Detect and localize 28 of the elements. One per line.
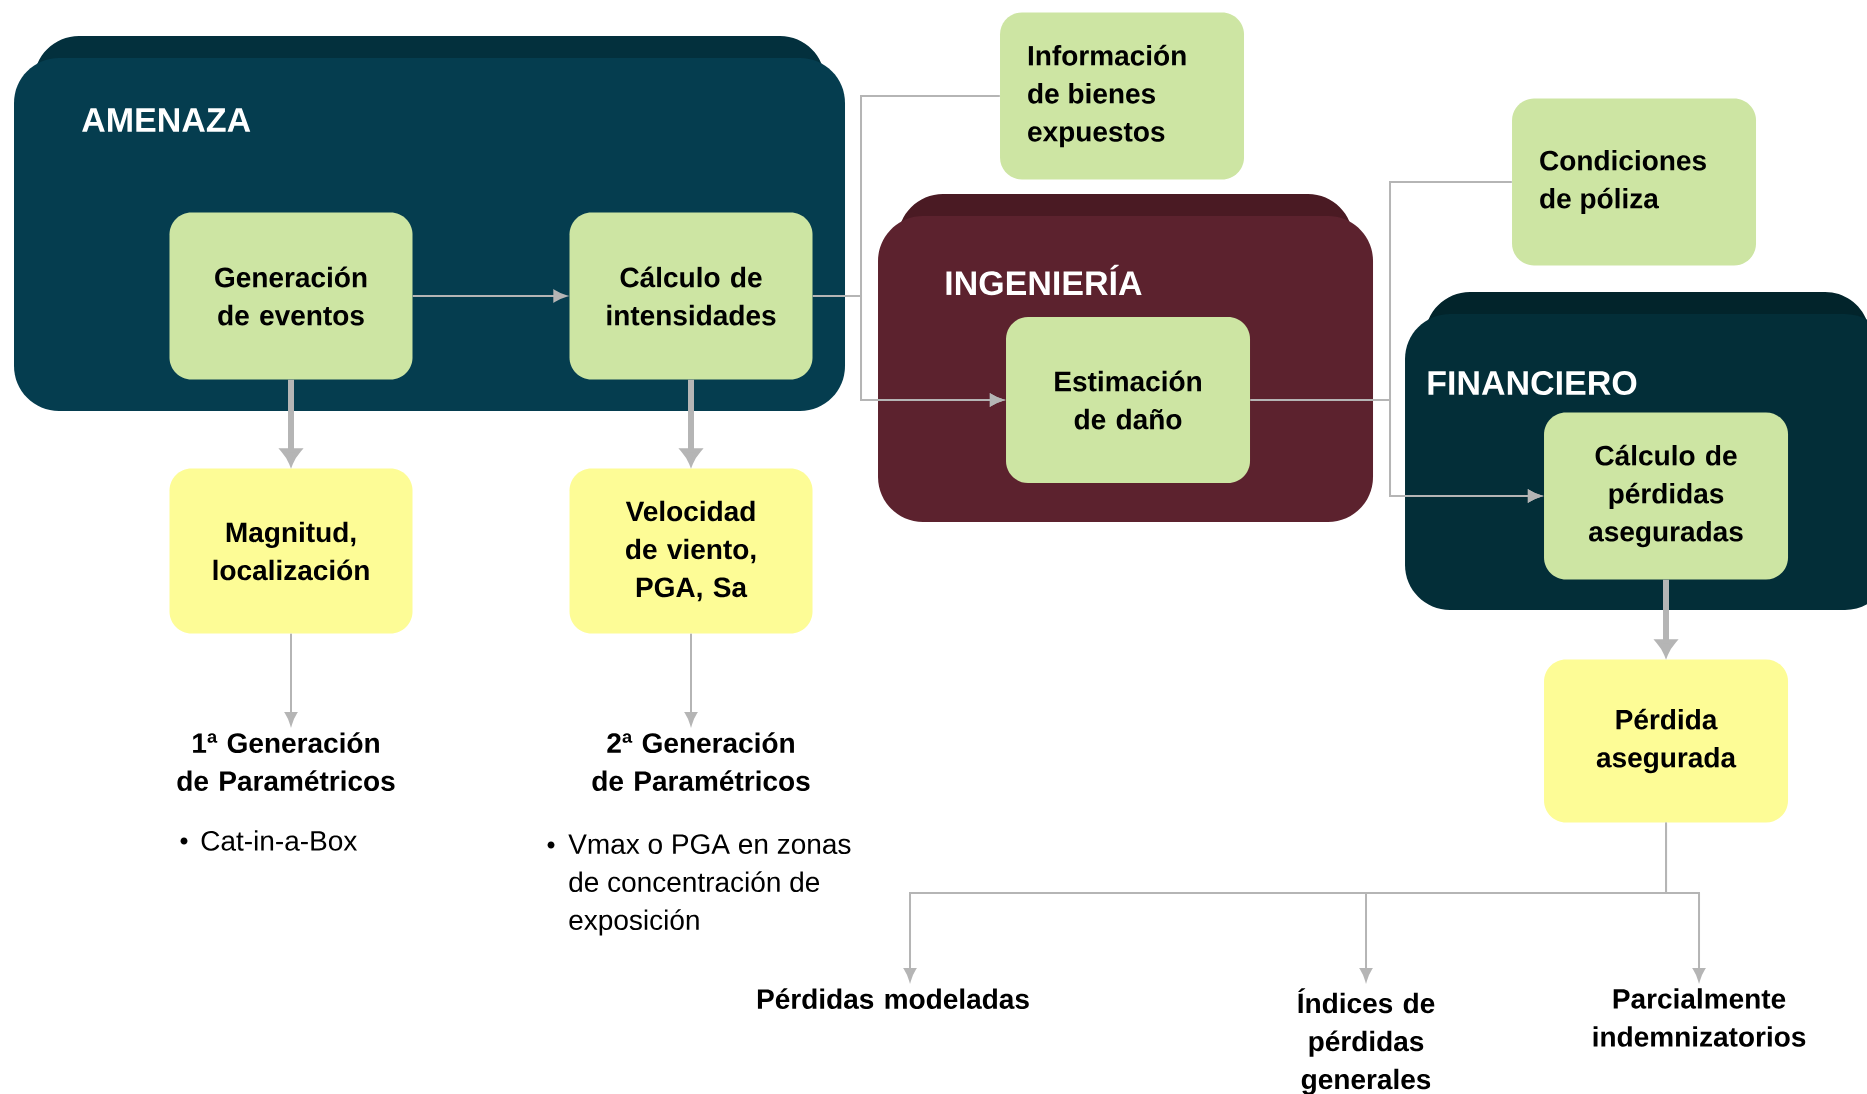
process-box: Información de bienes expuestos — [1000, 12, 1244, 180]
arrow — [684, 632, 698, 726]
arrow — [1665, 821, 1706, 982]
bullet-text: Cat-in-a-Box — [180, 830, 358, 851]
bullet-text: Vmax o PGA en zonas de concentración de exposición — [547, 834, 851, 936]
arrow — [280, 379, 302, 466]
arrow — [680, 379, 702, 466]
process-box: Estimación de daño — [1006, 317, 1250, 483]
panel-heading: AMENAZA — [82, 108, 251, 132]
output-text: 2ª Generación de Paramétricos — [592, 732, 810, 791]
process-box: Cálculo de pérdidas aseguradas — [1544, 412, 1789, 580]
process-box: Generación de eventos — [169, 212, 413, 380]
arrow — [284, 632, 298, 726]
output-text: Pérdidas modeladas — [757, 988, 1029, 1009]
process-box: Cálculo de intensidades — [569, 212, 813, 380]
output-text: Parcialmente indemnizatorios — [1593, 988, 1806, 1047]
process-box: Pérdida asegurada — [1544, 659, 1789, 823]
arrow — [1249, 399, 1542, 503]
panel-heading: FINANCIERO — [1428, 370, 1637, 396]
panel-heading: INGENIERÍA — [946, 264, 1142, 296]
arrow — [811, 295, 1004, 407]
process-box: Magnitud, localización — [169, 468, 413, 634]
output-text: Índices de pérdidas generales — [1298, 988, 1435, 1094]
process-box: Condiciones de póliza — [1512, 98, 1757, 266]
output-text: 1ª Generación de Paramétricos — [177, 732, 395, 791]
arrow — [411, 289, 567, 303]
process-box: Velocidad de viento, PGA, Sa — [569, 468, 813, 634]
arrow — [1655, 579, 1677, 657]
